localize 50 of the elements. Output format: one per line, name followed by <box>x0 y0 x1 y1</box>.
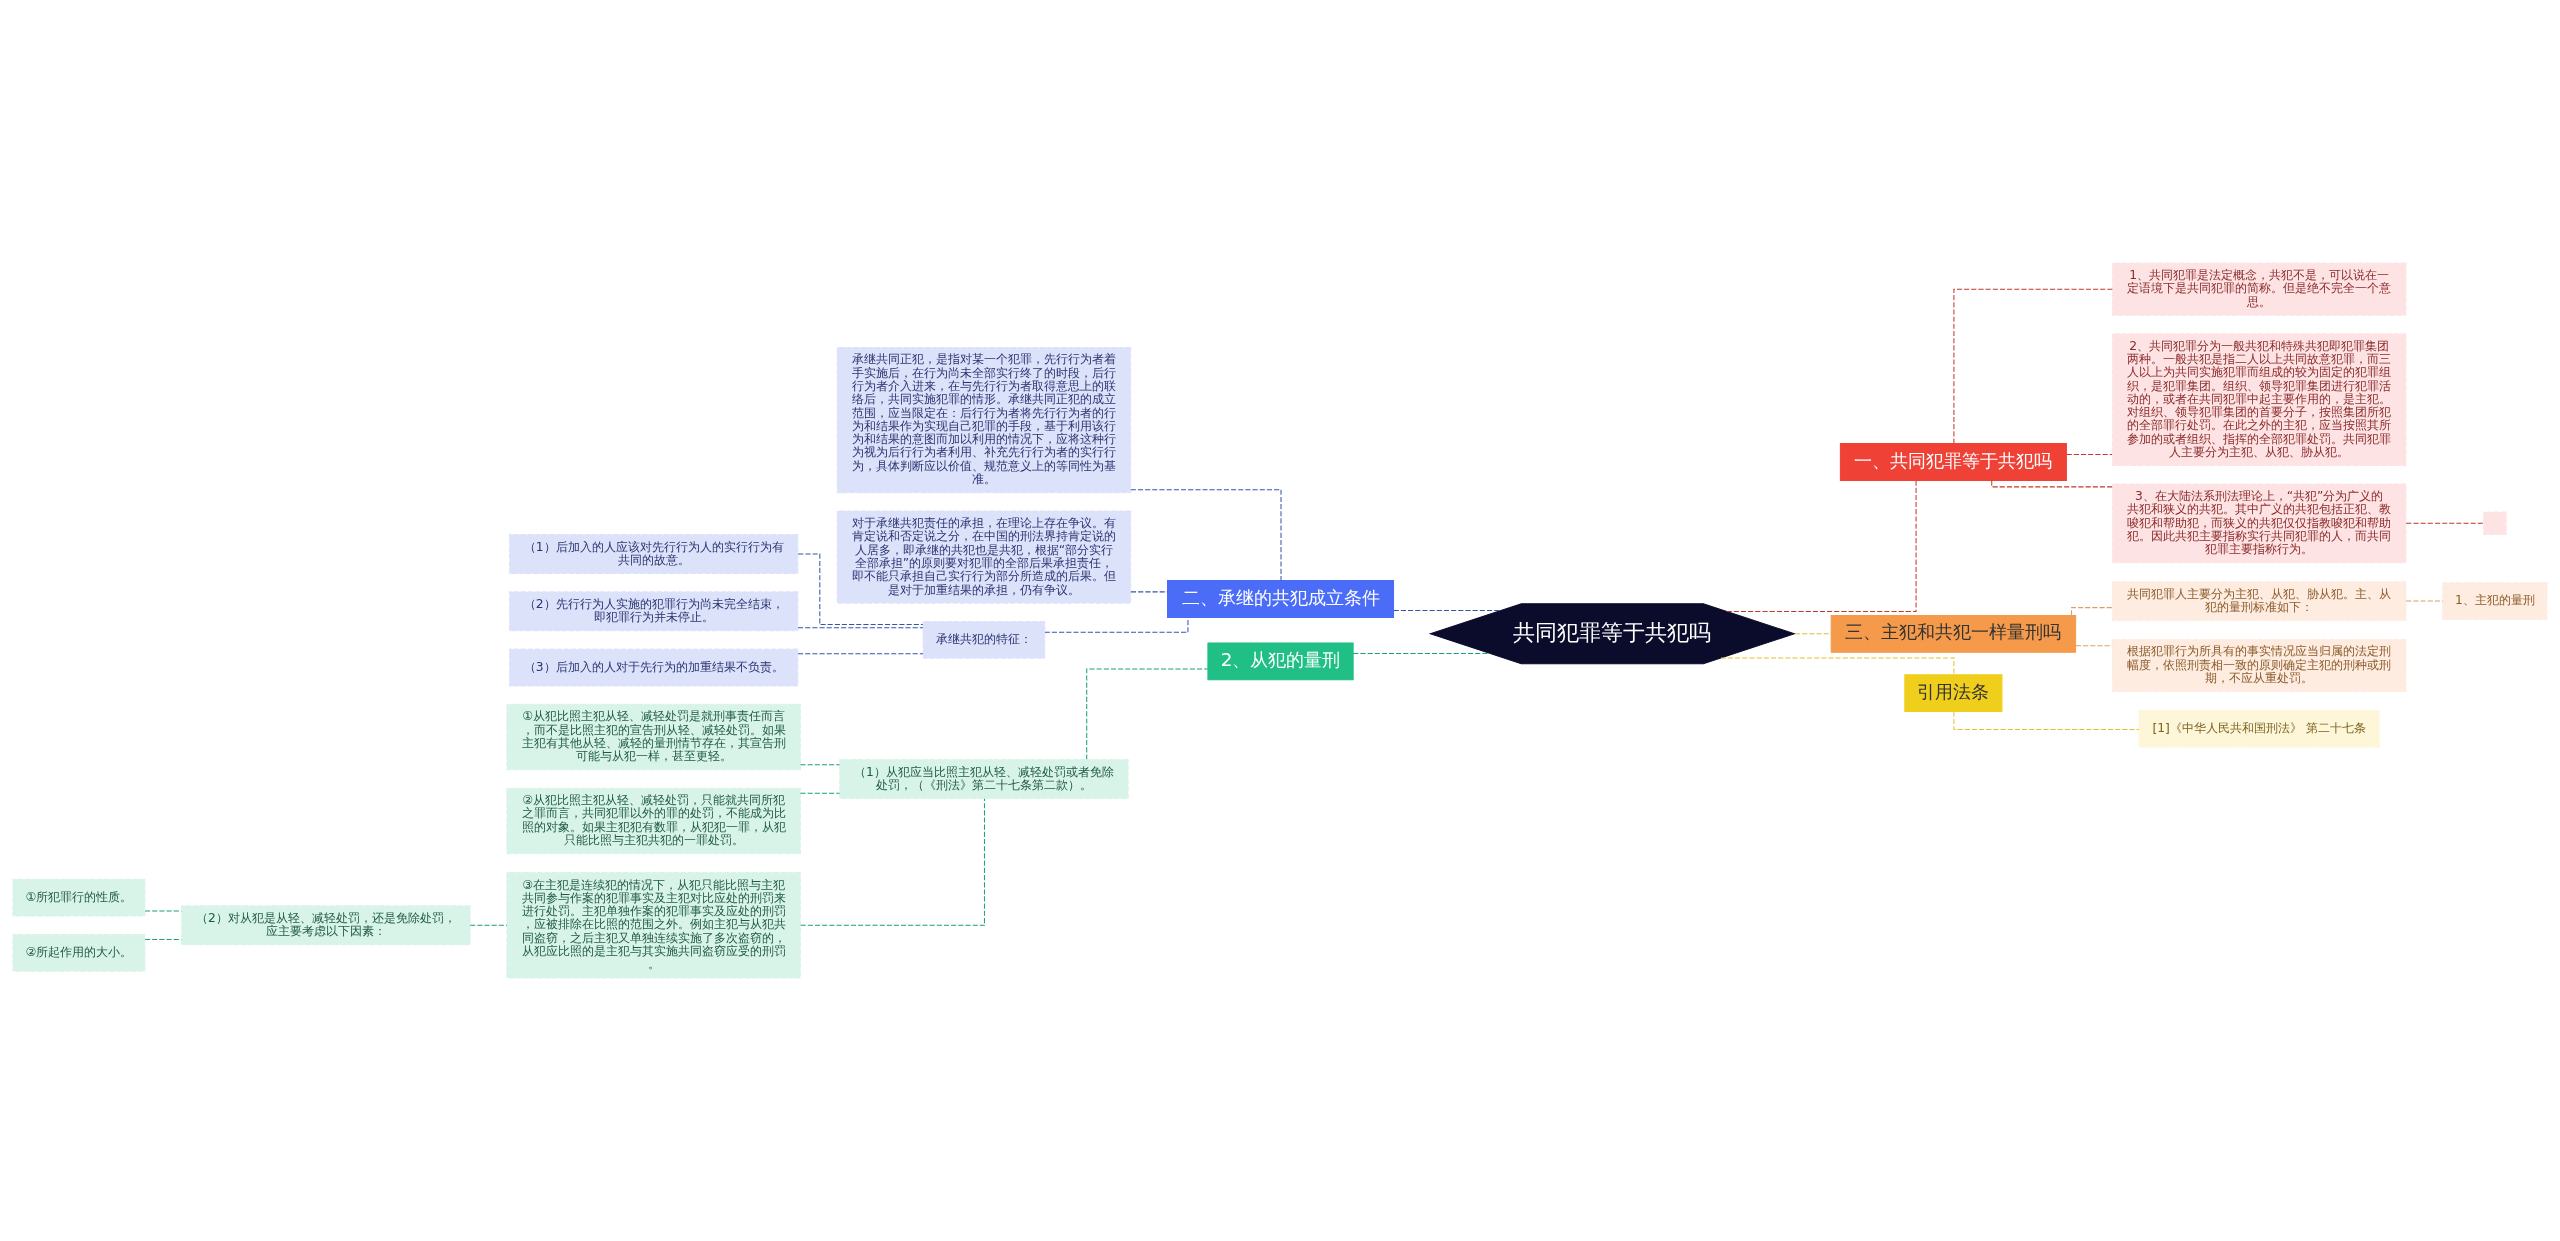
node-box: 1、主犯的量刑 <box>2442 582 2548 620</box>
connector <box>1720 657 1955 675</box>
node-box: 根据犯罪行为所具有的事实情况应当归属的法定刑幅度，依照刑责相一致的原则确定主犯的刑种或刑期，不应从重处罚。 <box>2111 638 2407 693</box>
node-box: （1）后加入的人应该对先行行为人的实行行为有共同的故意。 <box>508 534 799 574</box>
node-box: ②所起作用的大小。 <box>12 933 146 972</box>
node-box: ③在主犯是连续犯的情况下，从犯只能比照与主犯共同参与作案的犯罪事实及主犯对比应处的刑罚来进行处罚。主犯单独作案的犯罪事实及应处的刑罚，应被排除在比照的范围之外。例如主犯与从犯共同盗窃，之后主犯又单独连续实施了多次盗窃的，从犯应比照的是主犯与其实施共同盗窃应受的刑罚。 <box>506 872 801 979</box>
node-box: 一、共同犯罪等于共犯吗 <box>1839 443 2067 481</box>
node-box <box>2483 511 2507 536</box>
node-box: （1）从犯应当比照主犯从轻、减轻处罚或者免除处罚，（《刑法》第二十七条第二款）。 <box>839 759 1129 799</box>
node-box: 2、共同犯罪分为一般共犯和特殊共犯即犯罪集团两种。一般共犯是指二人以上共同故意犯罪，而三人以上为共同实施犯罪而组成的较为固定的犯罪组织，是犯罪集团。组织、领导犯罪集团进行犯罪活动的，或者在共同犯罪中起主要作用的，是主犯。对组织、领导犯罪集团的首要分子，按照集团所犯的全部罪行处罚。在此之外的主犯，应当按照其所参加的或者组织、指挥的全部犯罪处罚。共同犯罪人主要分为主犯、从犯、胁从犯。 <box>2111 333 2407 467</box>
connector <box>1352 652 1491 654</box>
node-box: （2）对从犯是从轻、减轻处罚，还是免除处罚，应主要考虑以下因素： <box>181 905 471 946</box>
node-box: ②从犯比照主犯从轻、减轻处罚，只能就共同所犯之罪而言，共同犯罪以外的罪的处罚，不能成为比照的对象。如果主犯犯有数罪，从犯犯一罪，从犯只能比照与主犯共犯的一罪处罚。 <box>506 787 801 855</box>
connector <box>799 764 841 766</box>
connector <box>1794 633 1832 635</box>
connector <box>1044 617 1189 633</box>
node-box: ①从犯比照主犯从轻、减轻处罚是就刑事责任而言，而不是比照主犯的宣告刑从轻、减轻处罚。如果主犯有其他从轻、减轻的量刑情节存在，其宣告刑可能与从犯一样，甚至更轻。 <box>506 703 801 771</box>
connector <box>1991 480 2113 488</box>
connector <box>799 792 841 794</box>
connector <box>2066 454 2113 456</box>
node-box: 1、共同犯罪是法定概念，共犯不是，可以说在一定语境下是共同犯罪的简称。但是绝不完全一个意思。 <box>2111 262 2407 316</box>
node-box: （2）先行行为人实施的犯罪行为尚未完全结束，即犯罪行为并未停止。 <box>508 591 799 632</box>
connector <box>800 798 985 926</box>
connector <box>2405 522 2484 524</box>
node-box: 二、承继的共犯成立条件 <box>1167 580 1395 618</box>
connector <box>797 653 924 655</box>
node-box: 对于承继共犯责任的承担，在理论上存在争议。有肯定说和否定说之分，在中国的刑法界持肯定说的人居多，即承继的共犯也是共犯，根据“部分实行全部承担”的原则要对犯罪的全部后果承担责任，即不能只承担自己实行行为部分所造成的后果。但是对于加重结果的承担，仍有争议。 <box>836 510 1132 604</box>
connector <box>2075 645 2113 647</box>
connector <box>797 627 924 629</box>
connector <box>1393 610 1502 612</box>
node-box: 2、从犯的量刑 <box>1207 642 1354 681</box>
connector <box>2071 607 2113 616</box>
connector <box>2405 600 2444 602</box>
connector <box>1130 489 1282 581</box>
connector <box>1953 711 2140 730</box>
connector <box>1726 480 1917 612</box>
connector <box>1086 668 1209 760</box>
node-box: 3、在大陆法系刑法理论上，“共犯”分为广义的共犯和狭义的共犯。其中广义的共犯包括正犯、教唆犯和帮助犯，而狭义的共犯仅仅指教唆犯和帮助犯。因此共犯主要指称实行共同犯罪的人，而共同犯罪主要指称行为。 <box>2111 483 2407 564</box>
node-box: 承继共犯的特征： <box>922 621 1046 659</box>
connector <box>1130 591 1168 593</box>
node-box: [1]《中华人民共和国刑法》 第二十七条 <box>2138 710 2380 748</box>
node-box: 引用法条 <box>1904 674 2003 712</box>
connector <box>144 939 182 941</box>
connector <box>1953 288 2113 444</box>
node-box: ①所犯罪行的性质。 <box>12 878 146 917</box>
node-box: 共同犯罪人主要分为主犯、从犯、胁从犯。主、从犯的量刑标准如下： <box>2111 581 2407 621</box>
node-box: 承继共同正犯，是指对某一个犯罪，先行行为者着手实施后，在行为尚未全部实行终了的时段，后行行为者介入进来，在与先行行为者取得意思上的联络后，共同实施犯罪的情形。承继共同正犯的成立范围，应当限定在：后行行为者将先行行为者的行为和结果作为实现自己犯罪的手段，基于利用该行为和结果的意图而加以利用的情况下，应将这种行为视为后行行为者利用、补充先行行为者的实行行为，具体判断应以价值、规范意义上的等同性为基准。 <box>836 346 1132 494</box>
node-box: 三、主犯和共犯一样量刑吗 <box>1830 614 2077 653</box>
connector <box>469 924 508 926</box>
node-box: （3）后加入的人对于先行为的加重结果不负责。 <box>508 648 799 687</box>
